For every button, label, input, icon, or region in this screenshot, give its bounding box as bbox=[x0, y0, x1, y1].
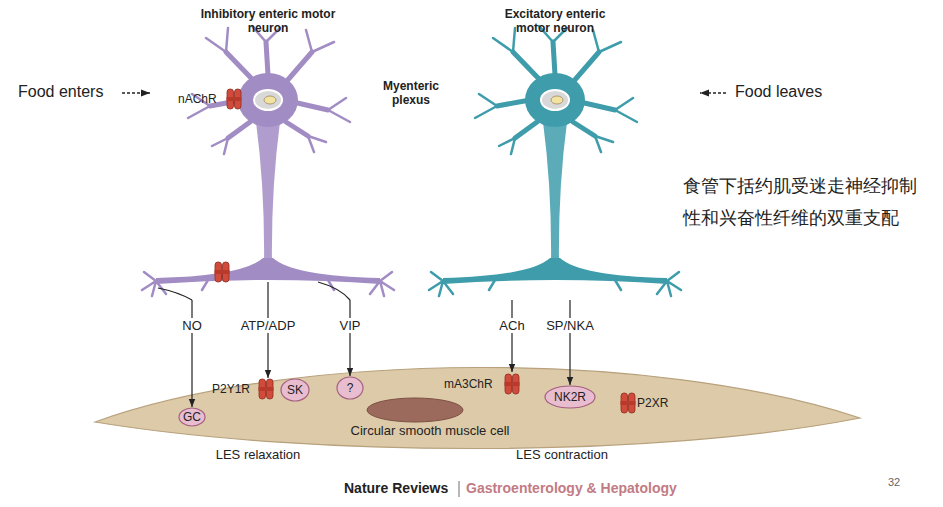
label: 32 bbox=[888, 476, 900, 488]
node-text: ? bbox=[336, 376, 364, 400]
label: Food enters bbox=[18, 83, 103, 101]
node-text: nAChR bbox=[178, 88, 217, 110]
receptor-channel bbox=[215, 262, 230, 282]
separator bbox=[458, 481, 459, 497]
transmitter-label: VIP bbox=[338, 318, 363, 333]
node-text: mA3ChR bbox=[444, 372, 493, 396]
receptor-node: ? bbox=[336, 376, 364, 400]
muscle-cell: Circular smooth muscle cell GC P2Y1R SK? mA3… bbox=[95, 360, 860, 450]
node-text: Inhibitory enteric motor neuron bbox=[200, 7, 336, 35]
transmitter-label: ATP/ADP bbox=[239, 318, 298, 333]
excitatory-neuron-drawing bbox=[429, 26, 681, 296]
transmitter-arrow bbox=[511, 300, 512, 372]
receptor-node: P2XR bbox=[620, 392, 684, 414]
label: Myenteric plexus bbox=[372, 79, 450, 107]
food-arrow bbox=[122, 92, 150, 93]
receptor-node: NK2R bbox=[544, 385, 596, 409]
label: 食管下括约肌受迷走神经抑制性和兴奋性纤维的双重支配 bbox=[683, 170, 933, 234]
transmitter-arrow bbox=[569, 300, 570, 385]
node-text: P2Y1R bbox=[212, 378, 250, 400]
receptor-node: SK bbox=[280, 378, 310, 402]
node-text: NK2R bbox=[544, 385, 596, 409]
transmitter-label: SP/NKA bbox=[544, 318, 596, 333]
label: LES relaxation bbox=[198, 447, 318, 462]
receptor-node: mA3ChR bbox=[444, 372, 520, 396]
transmitter-arrow bbox=[191, 300, 192, 407]
receptor-node: P2Y1R bbox=[212, 378, 274, 400]
food-arrow bbox=[700, 92, 726, 93]
receptor-node: GC bbox=[178, 407, 206, 427]
leader-lines bbox=[158, 282, 350, 300]
node-text: GC bbox=[178, 407, 206, 427]
receptor-node: nAChR bbox=[178, 88, 242, 110]
label: Food leaves bbox=[735, 83, 822, 101]
label: LES contraction bbox=[497, 447, 627, 462]
inhibitory-neuron-drawing bbox=[142, 26, 394, 296]
node-text: Circular smooth muscle cell bbox=[335, 423, 525, 438]
neuron-node: Inhibitory enteric motor neuron nAChR bbox=[150, 5, 386, 300]
label: Nature Reviews bbox=[344, 480, 448, 496]
node-text: SK bbox=[280, 378, 310, 402]
transmitter-arrow bbox=[267, 300, 268, 378]
transmitter-label: NO bbox=[180, 318, 204, 333]
transmitter-arrow bbox=[349, 300, 350, 376]
node-text: Excitatory enteric motor neuron bbox=[487, 7, 623, 35]
node-text: P2XR bbox=[637, 392, 668, 414]
neuron-node: Excitatory enteric motor neuron bbox=[437, 5, 673, 300]
label: Gastroenterology & Hepatology bbox=[466, 480, 677, 496]
transmitter-label: ACh bbox=[497, 318, 526, 333]
